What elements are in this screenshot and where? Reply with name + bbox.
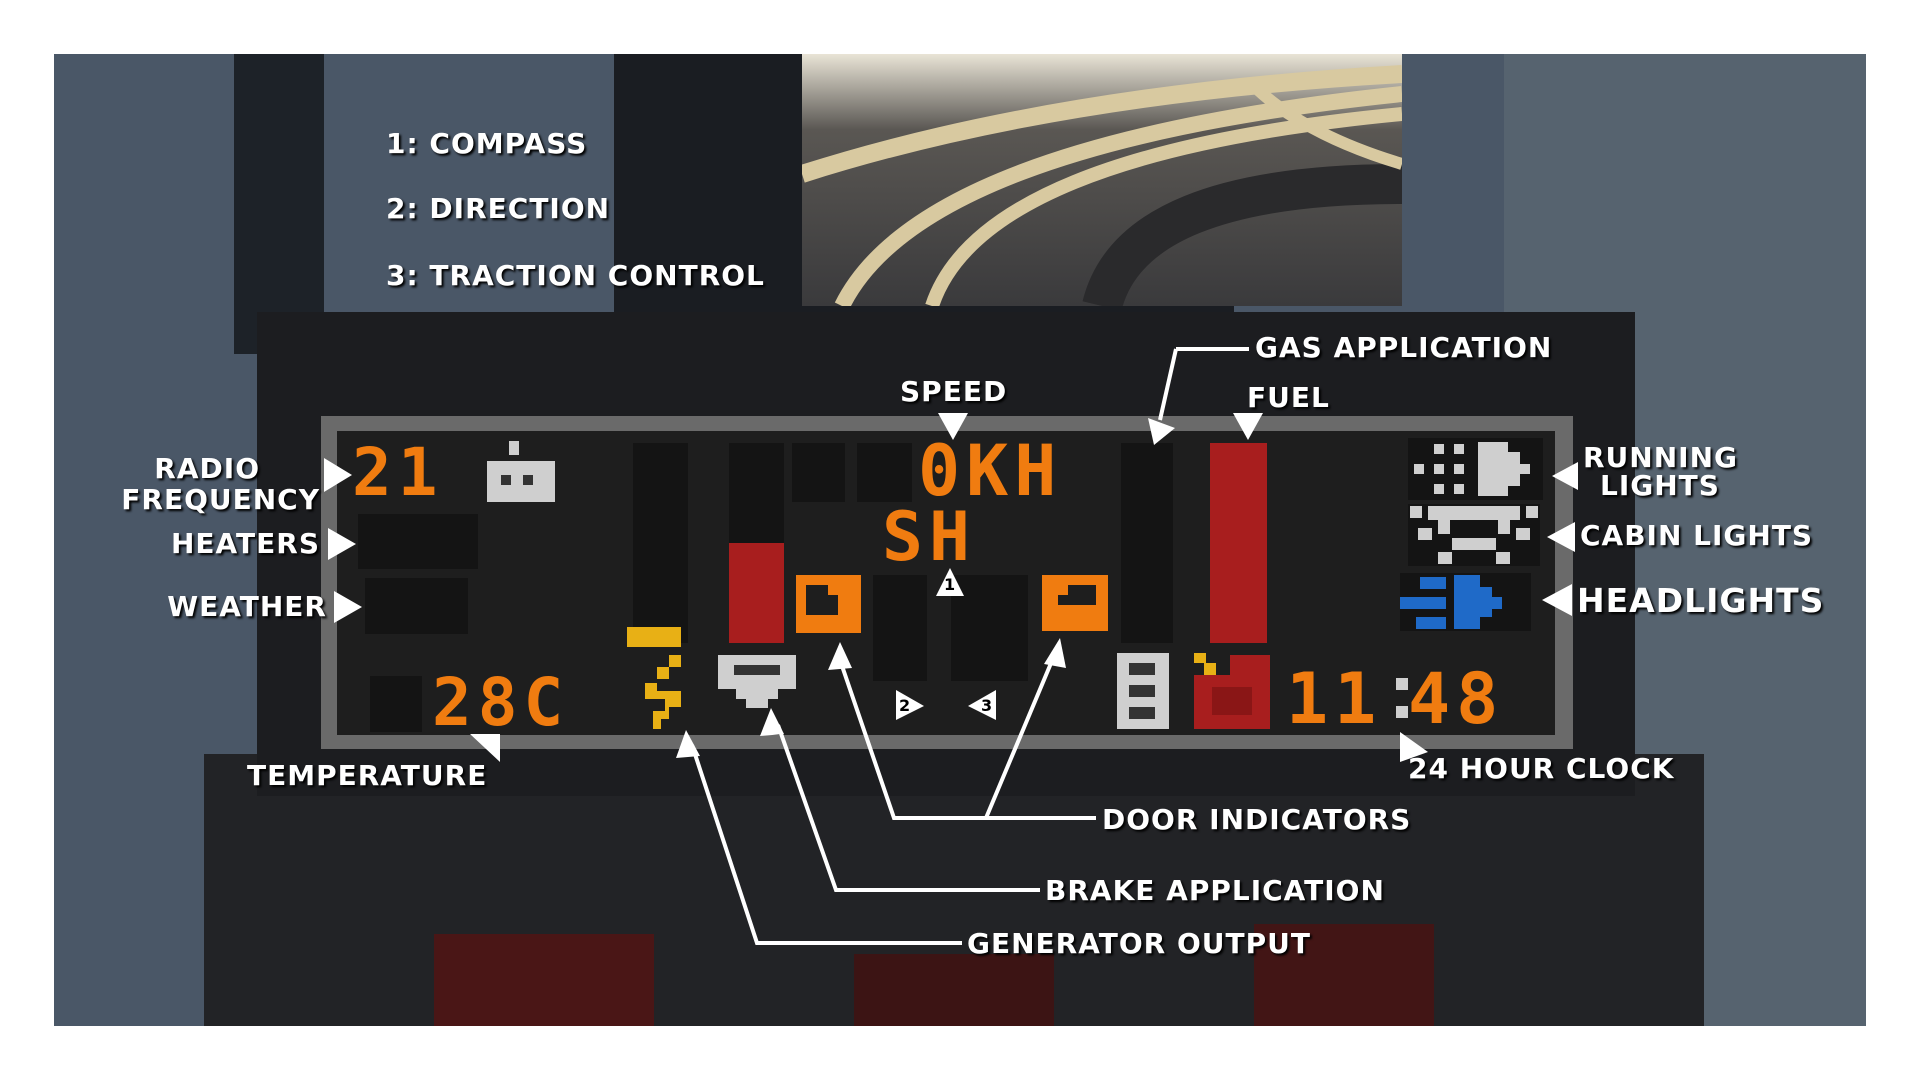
window-view: [799, 54, 1404, 312]
lightning-icon: [639, 655, 694, 729]
marker-3-triangle: [968, 690, 996, 720]
generator-arrow: [676, 730, 700, 758]
label-heaters: HEATERS: [170, 527, 320, 560]
label-weather: WEATHER: [167, 590, 327, 623]
compass-readout: SH: [882, 498, 976, 577]
weather-arrow: [334, 591, 362, 623]
label-speed: SPEED: [900, 375, 1008, 408]
traction-slot: [951, 575, 1028, 681]
label-door-indicators: DOOR INDICATORS: [1102, 803, 1412, 836]
label-cabin-lights: CABIN LIGHTS: [1580, 519, 1814, 552]
label-headlights: HEADLIGHTS: [1577, 581, 1825, 620]
label-fuel: FUEL: [1247, 381, 1330, 414]
label-generator-output: GENERATOR OUTPUT: [967, 927, 1311, 960]
fuel-bar: [1210, 443, 1267, 643]
radio-icon: [487, 441, 555, 502]
brake-application-fill: [729, 543, 784, 643]
clock-hours: 11: [1286, 658, 1383, 740]
brake-application-bar: [729, 443, 784, 643]
radio-frequency-readout: 21: [352, 434, 444, 511]
speed-arrow: [938, 413, 968, 440]
headlights-arrow: [1542, 584, 1572, 616]
headlights-icon: [1400, 573, 1531, 631]
legend-traction-control: 3: TRACTION CONTROL: [386, 259, 765, 292]
temperature-arrow: [470, 734, 500, 762]
label-radio: RADIO: [154, 452, 260, 485]
generator-output-fill: [627, 627, 681, 647]
direction-slot: [873, 575, 927, 681]
fuel-arrow: [1233, 413, 1263, 440]
label-running: RUNNING: [1583, 441, 1738, 474]
weather-indicator: [365, 578, 468, 634]
speed-readout: 0KH: [918, 430, 1063, 512]
brake-icon: [718, 655, 796, 708]
door-right-icon: [1042, 575, 1108, 631]
marker-1-triangle: [936, 568, 964, 596]
cabin-lights-icon: [1408, 504, 1540, 566]
marker-1-label: 1: [944, 575, 956, 594]
temperature-sign-slot: [370, 676, 422, 732]
battery-icon: [1117, 653, 1169, 729]
label-frequency: FREQUENCY: [121, 483, 320, 516]
brake-arrow: [760, 708, 784, 736]
heaters-arrow: [328, 528, 356, 560]
gas-arrow: [1148, 418, 1175, 445]
clock-colon: [1396, 678, 1408, 718]
running-lights-icon: [1408, 438, 1543, 500]
console-red-left: [434, 934, 654, 1026]
label-gas-application: GAS APPLICATION: [1255, 331, 1553, 364]
door-left-arrow: [828, 642, 852, 670]
temperature-readout: 28C: [432, 664, 570, 741]
label-brake-application: BRAKE APPLICATION: [1045, 874, 1385, 907]
gas-application-bar: [1121, 443, 1173, 643]
console-red-mid: [854, 954, 1054, 1026]
door-right-arrow: [1044, 638, 1066, 668]
clock-minutes: 48: [1408, 658, 1505, 740]
left-pillar: [234, 54, 324, 354]
blank-slot: [857, 443, 912, 502]
marker-2-triangle: [896, 690, 924, 720]
generator-output-bar: [627, 443, 688, 647]
marker-3-label: 3: [981, 696, 993, 715]
blank-slot: [792, 443, 845, 502]
clock-arrow: [1400, 732, 1428, 762]
heaters-indicator: [358, 514, 478, 569]
radio-arrow: [324, 458, 352, 492]
label-temperature: TEMPERATURE: [247, 759, 488, 792]
running-lights-arrow: [1552, 462, 1578, 490]
cabin-lights-arrow: [1547, 522, 1575, 552]
console-red-right: [1254, 924, 1434, 1026]
legend-compass: 1: COMPASS: [386, 127, 588, 160]
label-24-hour-clock: 24 HOUR CLOCK: [1408, 752, 1675, 785]
legend-direction: 2: DIRECTION: [386, 192, 611, 225]
fuel-can-icon: [1194, 653, 1270, 729]
door-left-icon: [796, 575, 861, 633]
label-running-lights: LIGHTS: [1600, 469, 1720, 502]
track-view: [799, 65, 1404, 312]
marker-2-label: 2: [899, 696, 911, 715]
